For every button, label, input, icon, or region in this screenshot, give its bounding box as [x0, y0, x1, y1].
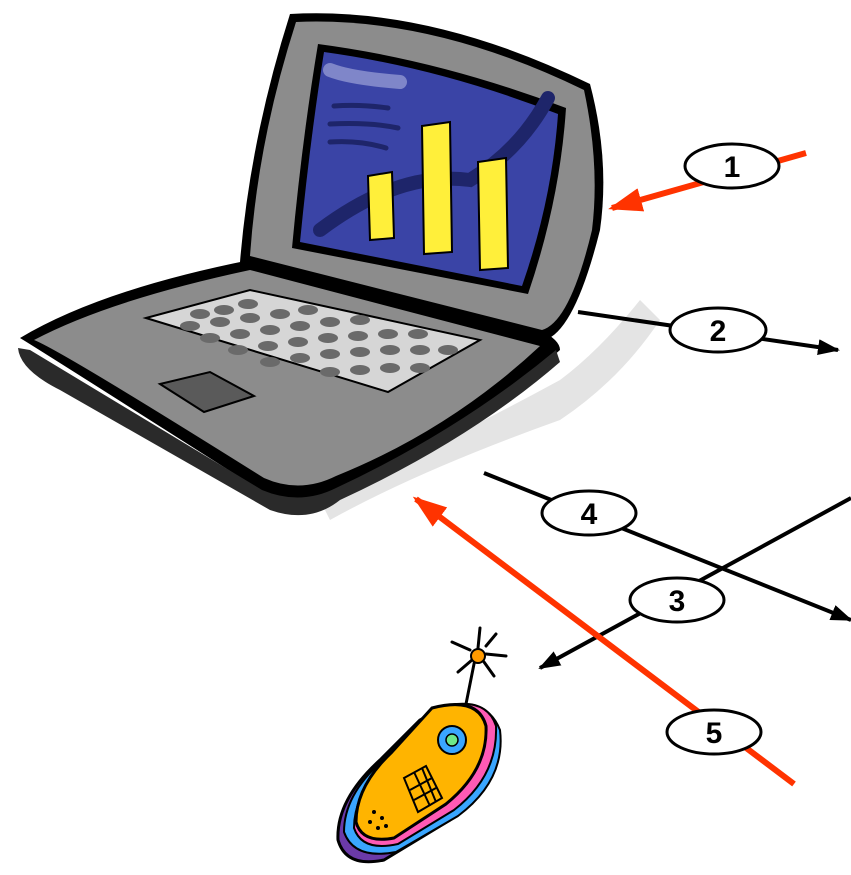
step-4-badge: 4	[540, 489, 638, 537]
step-4-label: 4	[581, 498, 598, 531]
step-2-badge: 2	[668, 306, 768, 354]
step-2-label: 2	[710, 315, 727, 348]
step-3-badge: 3	[628, 576, 726, 624]
step-1-label: 1	[724, 151, 741, 184]
step-5-badge: 5	[665, 708, 763, 756]
laptop-icon	[18, 13, 660, 520]
arrow-4	[483, 471, 851, 622]
step-5-label: 5	[706, 717, 723, 750]
cell-phone-icon	[336, 626, 508, 864]
step-3-label: 3	[669, 585, 686, 618]
step-1-badge: 1	[683, 142, 781, 190]
